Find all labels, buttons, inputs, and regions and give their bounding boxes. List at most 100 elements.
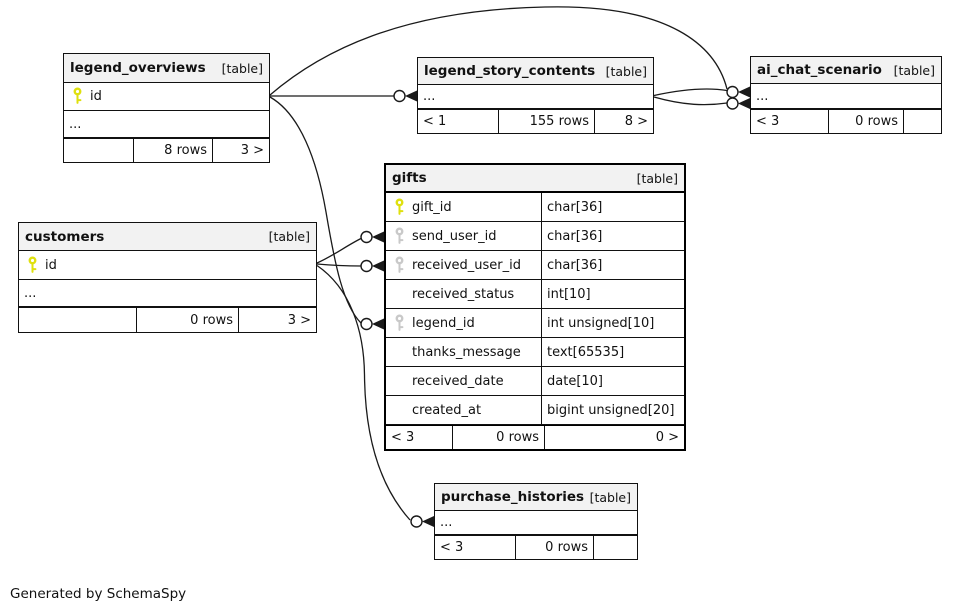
footer-parents: < 3 — [756, 114, 780, 129]
footer-row-count: 0 rows — [828, 110, 903, 133]
column-type: char[36] — [541, 251, 684, 279]
table-title[interactable]: purchase_histories — [441, 489, 585, 505]
column-type: bigint unsigned[20] — [541, 396, 684, 424]
column-name: received_status — [412, 286, 515, 302]
connector-gifts-received-user-id — [360, 259, 384, 273]
generated-by-note: Generated by SchemaSpy — [10, 586, 187, 602]
columns-ellipsis-row: ... — [435, 511, 637, 535]
table-legend-story-contents[interactable]: legend_story_contents [table] ... < 1 15… — [417, 57, 654, 134]
table-footer: < 3 0 rows — [435, 535, 637, 559]
columns-ellipsis-row: ... — [418, 85, 653, 109]
table-ai-chat-scenario[interactable]: ai_chat_scenario [table] ... < 3 0 rows — [750, 56, 942, 134]
column-type: int[10] — [541, 280, 684, 308]
table-header[interactable]: ai_chat_scenario [table] — [751, 57, 941, 84]
table-title[interactable]: customers — [25, 228, 105, 245]
table-header[interactable]: gifts [table] — [386, 165, 684, 193]
column-received-status: received_status int[10] — [386, 280, 684, 309]
connector-gifts-legend-id — [360, 317, 384, 331]
column-name: legend_id — [412, 315, 475, 331]
footer-parents: < 1 — [423, 114, 447, 129]
table-tag: [table] — [893, 62, 935, 78]
connector-ai-chat-scenario-upper — [726, 85, 750, 99]
table-tag: [table] — [221, 60, 263, 76]
footer-children — [903, 110, 941, 133]
table-tag: [table] — [268, 229, 310, 244]
table-title[interactable]: legend_overviews — [70, 60, 206, 76]
table-customers[interactable]: customers [table] id ... 0 rows 3 > — [18, 222, 317, 333]
table-gifts[interactable]: gifts [table] gift_id char[36] send_user… — [384, 163, 686, 451]
column-type: date[10] — [541, 367, 684, 395]
foreign-key-icon — [395, 227, 403, 244]
table-purchase-histories[interactable]: purchase_histories [table] ... < 3 0 row… — [434, 483, 638, 560]
column-name: id — [90, 89, 102, 104]
column-thanks-message: thanks_message text[65535] — [386, 338, 684, 367]
column-received-date: received_date date[10] — [386, 367, 684, 396]
relation-legend-overviews-ai-chat-scenario — [269, 6, 728, 96]
column-id: id — [64, 83, 269, 111]
connector-purchase-histories — [410, 515, 434, 528]
footer-parents — [64, 139, 133, 162]
column-name: thanks_message — [412, 344, 521, 360]
relation-legend-story-contents-ai-chat-scenario-lower — [653, 96, 728, 106]
foreign-key-icon — [395, 314, 403, 331]
column-name: send_user_id — [412, 228, 497, 244]
footer-children — [593, 536, 637, 559]
columns-ellipsis-row: ... — [751, 84, 941, 109]
column-name: gift_id — [412, 199, 452, 215]
columns-ellipsis-row: ... — [19, 280, 316, 307]
footer-children: 0 > — [544, 426, 684, 449]
column-type: text[65535] — [541, 338, 684, 366]
table-tag: [table] — [589, 489, 631, 505]
column-id: id — [19, 251, 316, 280]
primary-key-icon — [73, 87, 81, 104]
primary-key-icon — [395, 198, 403, 215]
footer-children: 8 > — [594, 110, 653, 133]
footer-row-count: 0 rows — [136, 308, 238, 332]
table-header[interactable]: purchase_histories [table] — [435, 484, 637, 511]
relation-customers-gifts-received-user-id — [316, 263, 362, 267]
column-name: created_at — [412, 402, 482, 418]
table-footer: < 1 155 rows 8 > — [418, 109, 653, 133]
relation-customers-purchase-histories — [316, 264, 411, 521]
connector-ai-chat-scenario-lower — [726, 97, 750, 110]
table-legend-overviews[interactable]: legend_overviews [table] id ... 8 rows 3… — [63, 53, 270, 163]
column-name: received_date — [412, 373, 504, 389]
columns-ellipsis-row: ... — [64, 111, 269, 138]
footer-parents: < 3 — [391, 430, 415, 445]
table-footer: 0 rows 3 > — [19, 307, 316, 332]
table-footer: 8 rows 3 > — [64, 138, 269, 162]
table-header[interactable]: legend_story_contents [table] — [418, 58, 653, 85]
table-title[interactable]: ai_chat_scenario — [757, 62, 882, 78]
column-type: char[36] — [541, 193, 684, 221]
primary-key-icon — [28, 256, 36, 273]
footer-row-count: 8 rows — [133, 139, 212, 162]
footer-row-count: 0 rows — [515, 536, 593, 559]
footer-row-count: 155 rows — [498, 110, 594, 133]
table-header[interactable]: customers [table] — [19, 223, 316, 251]
column-gift-id: gift_id char[36] — [386, 193, 684, 222]
footer-parents: < 3 — [440, 540, 464, 555]
column-name: id — [45, 257, 57, 273]
relation-legend-story-contents-ai-chat-scenario-upper — [653, 88, 728, 97]
footer-children: 3 > — [212, 139, 269, 162]
column-name: received_user_id — [412, 257, 521, 273]
column-received-user-id: received_user_id char[36] — [386, 251, 684, 280]
table-footer: < 3 0 rows — [751, 109, 941, 133]
footer-children: 3 > — [238, 308, 316, 332]
column-type: char[36] — [541, 222, 684, 250]
table-tag: [table] — [636, 170, 678, 186]
foreign-key-icon — [395, 256, 403, 273]
relation-customers-gifts-send-user-id — [316, 237, 362, 264]
connector-gifts-send-user-id — [360, 230, 384, 244]
column-created-at: created_at bigint unsigned[20] — [386, 396, 684, 425]
column-legend-id: legend_id int unsigned[10] — [386, 309, 684, 338]
table-tag: [table] — [605, 63, 647, 79]
connector-legend-story-contents — [393, 89, 417, 103]
table-header[interactable]: legend_overviews [table] — [64, 54, 269, 83]
column-send-user-id: send_user_id char[36] — [386, 222, 684, 251]
footer-row-count: 0 rows — [452, 426, 544, 449]
table-title[interactable]: gifts — [392, 170, 427, 186]
footer-parents — [19, 308, 136, 332]
table-title[interactable]: legend_story_contents — [424, 63, 596, 79]
